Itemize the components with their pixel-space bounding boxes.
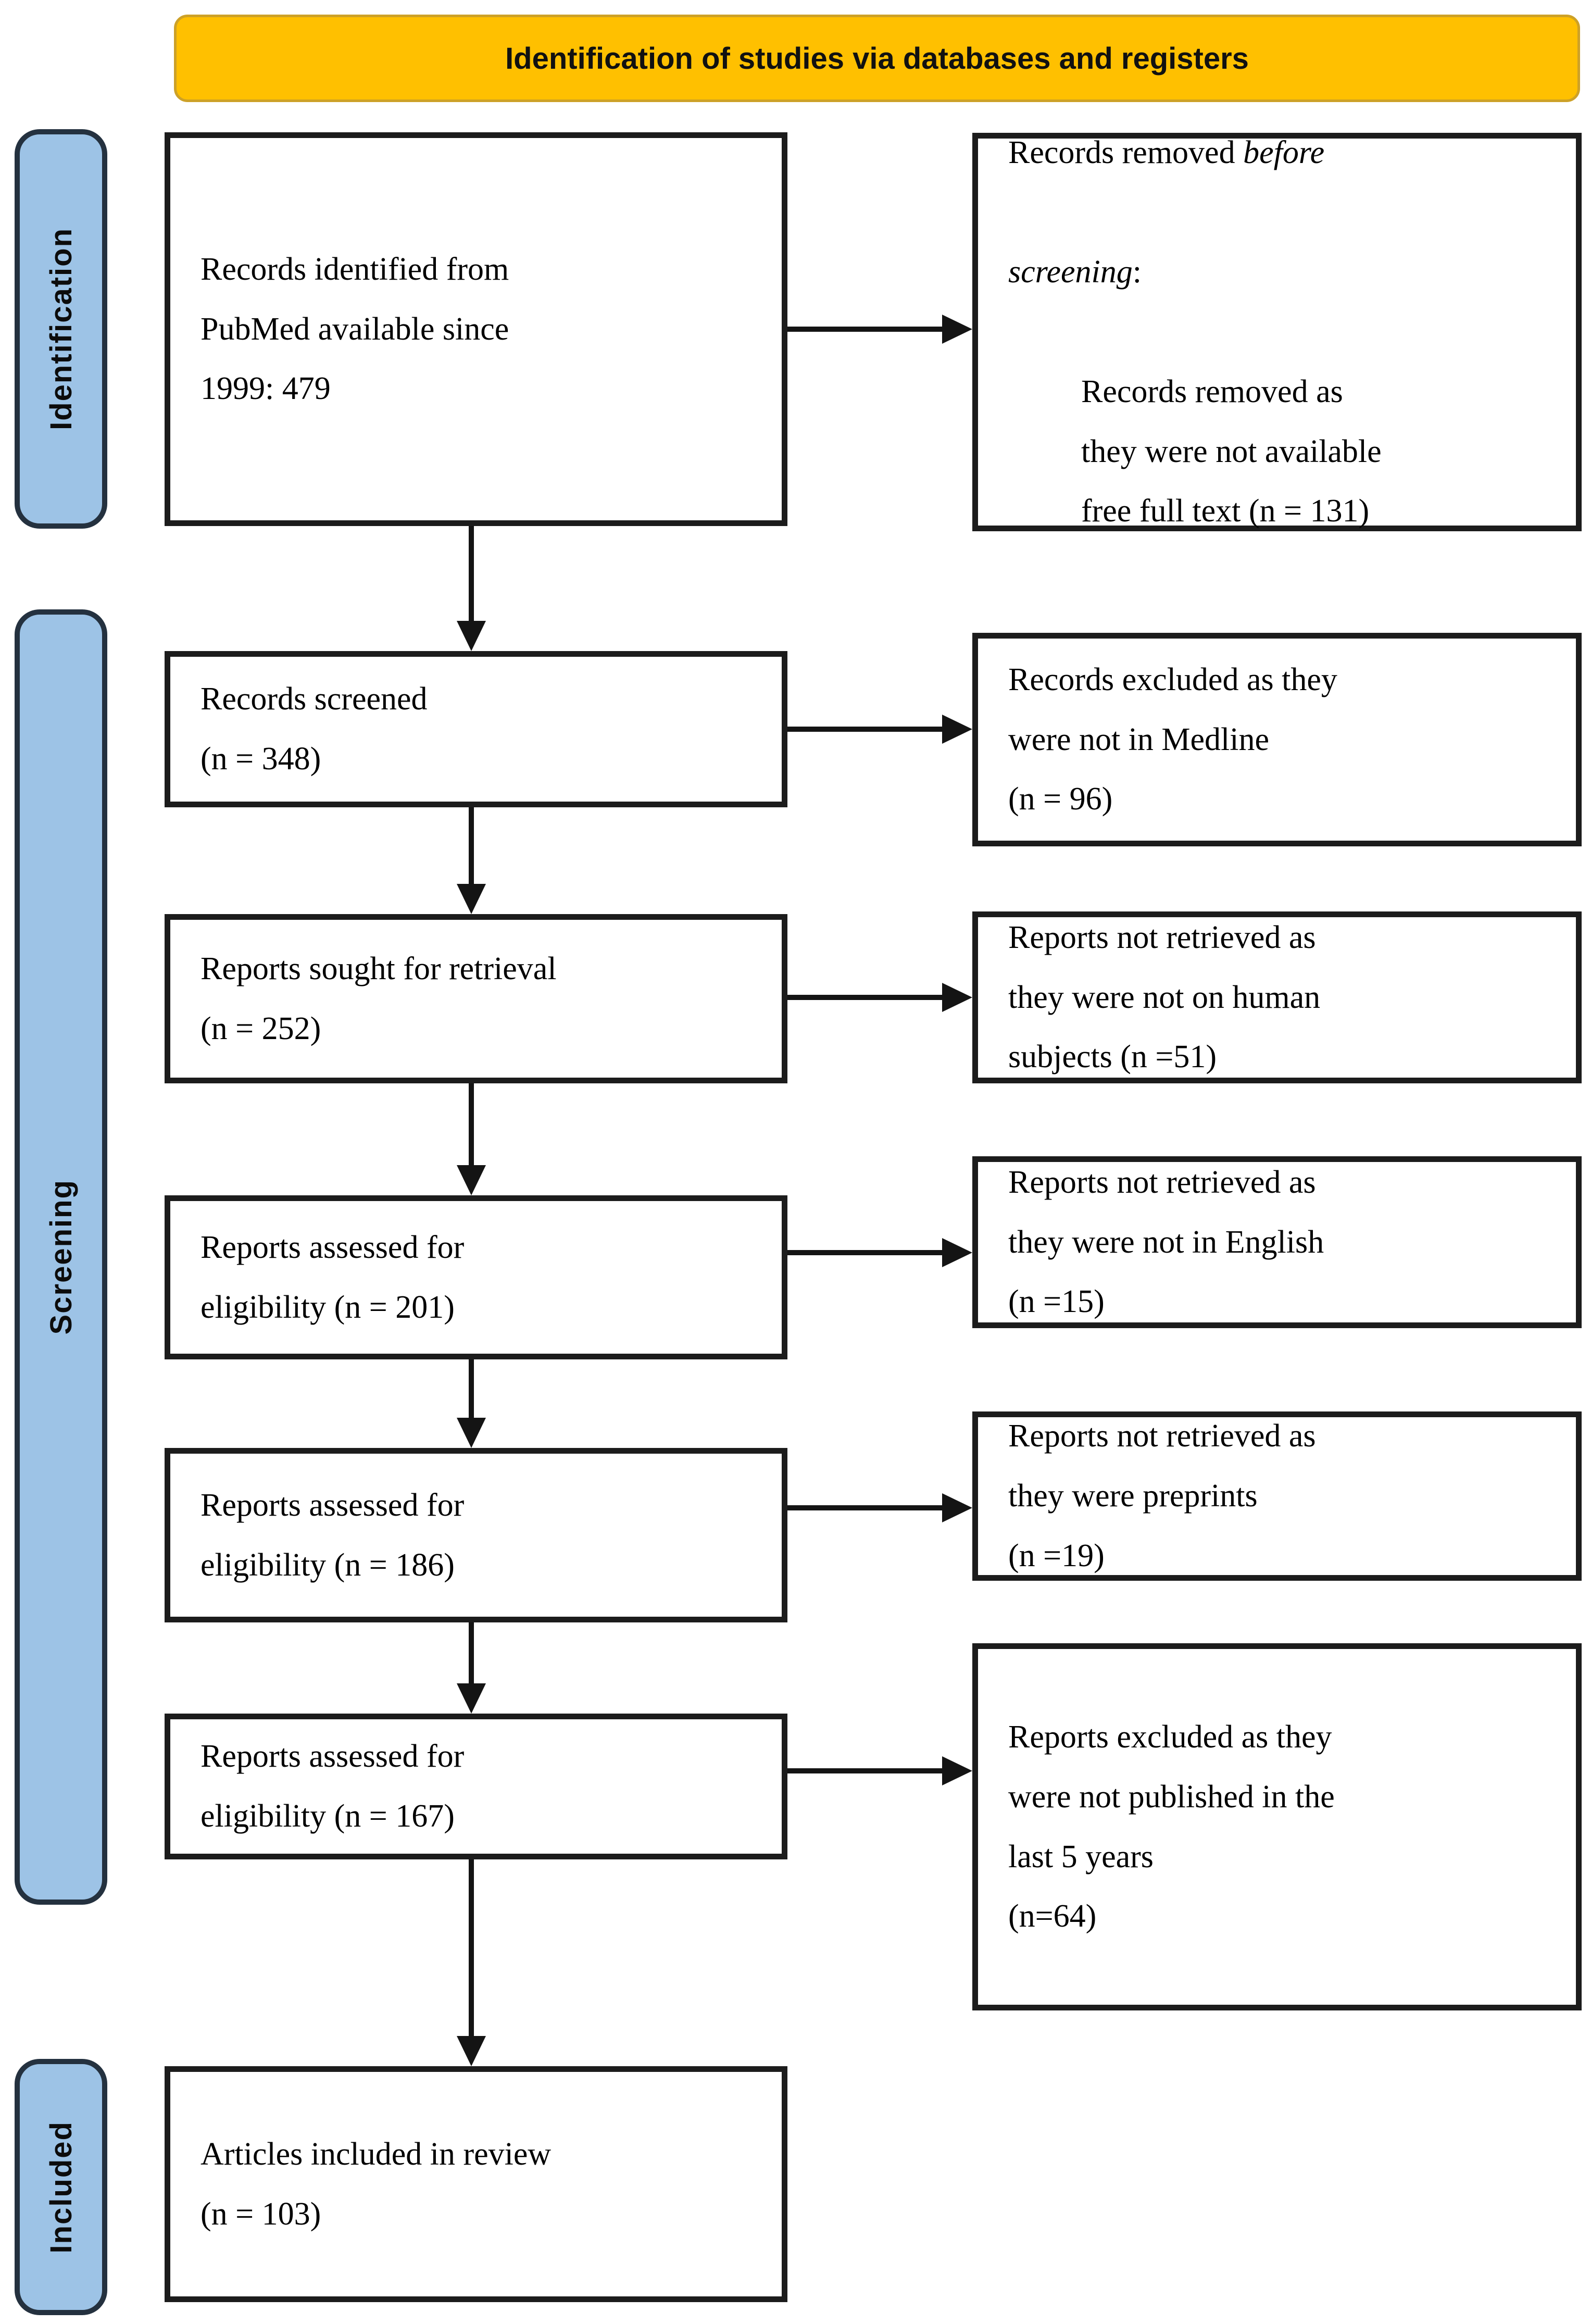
stage-screening: Screening [15, 609, 107, 1905]
stage-identification-label: Identification [44, 228, 78, 430]
arrow-right-5-head [942, 1493, 972, 1522]
box-records-identified: Records identified from PubMed available… [165, 132, 787, 526]
box-reports-sought-text: Reports sought for retrieval (n = 252) [201, 951, 557, 1046]
box-excluded-english-text: Reports not retrieved as they were not i… [1008, 1164, 1324, 1320]
box-excluded-human-subjects-text: Reports not retrieved as they were not o… [1008, 919, 1321, 1075]
box-excluded-english: Reports not retrieved as they were not i… [972, 1156, 1582, 1328]
arrow-right-3-head [942, 983, 972, 1012]
arrow-down-1-shaft [469, 526, 474, 622]
box-reports-eligibility-186-text: Reports assessed for eligibility (n = 18… [201, 1487, 465, 1583]
stage-screening-label: Screening [44, 1179, 78, 1335]
arrow-right-3-shaft [787, 995, 942, 1000]
box-excluded-preprints-text: Reports not retrieved as they were prepr… [1008, 1418, 1316, 1573]
arrow-down-4-shaft [469, 1359, 474, 1419]
arrow-right-1-head [942, 315, 972, 344]
excluded-before-screening-reason: Records removed as they were not availab… [1081, 373, 1382, 529]
excluded-before-screening-line1: Records removed before [1008, 135, 1325, 171]
box-excluded-medline: Records excluded as they were not in Med… [972, 633, 1582, 846]
box-records-screened-text: Records screened (n = 348) [201, 681, 428, 777]
box-reports-sought: Reports sought for retrieval (n = 252) [165, 914, 787, 1083]
arrow-right-2-head [942, 715, 972, 744]
box-excluded-5-years-text: Reports excluded as they were not publis… [1008, 1719, 1335, 1934]
arrow-down-5-shaft [469, 1622, 474, 1685]
box-records-screened: Records screened (n = 348) [165, 651, 787, 807]
box-reports-eligibility-167-text: Reports assessed for eligibility (n = 16… [201, 1739, 465, 1834]
arrow-down-2-shaft [469, 807, 474, 885]
arrow-right-6-shaft [787, 1768, 942, 1773]
stage-included-label: Included [44, 2120, 78, 2254]
arrow-right-5-shaft [787, 1505, 942, 1510]
arrow-right-4-head [942, 1238, 972, 1267]
arrow-down-5-head [457, 1683, 486, 1714]
arrow-right-2-shaft [787, 727, 942, 732]
box-excluded-before-screening-text: Records removed before screening: Record… [1008, 63, 1546, 601]
box-reports-eligibility-167: Reports assessed for eligibility (n = 16… [165, 1714, 787, 1859]
italic-screening: screening [1008, 254, 1133, 290]
box-excluded-medline-text: Records excluded as they were not in Med… [1008, 661, 1337, 817]
box-excluded-5-years: Reports excluded as they were not publis… [972, 1643, 1582, 2010]
diagram-title: Identification of studies via databases … [505, 41, 1249, 76]
box-excluded-preprints: Reports not retrieved as they were prepr… [972, 1411, 1582, 1581]
box-excluded-human-subjects: Reports not retrieved as they were not o… [972, 911, 1582, 1083]
arrow-down-6-head [457, 2036, 486, 2066]
arrow-right-1-shaft [787, 327, 942, 332]
box-excluded-before-screening: Records removed before screening: Record… [972, 133, 1582, 531]
arrow-down-3-head [457, 1165, 486, 1195]
arrow-right-6-head [942, 1756, 972, 1785]
diagram-title-banner: Identification of studies via databases … [174, 15, 1580, 102]
stage-included: Included [15, 2059, 107, 2315]
excluded-before-screening-line2: screening: [1008, 254, 1142, 290]
arrow-down-2-head [457, 884, 486, 914]
box-reports-eligibility-186: Reports assessed for eligibility (n = 18… [165, 1448, 787, 1622]
arrow-down-3-shaft [469, 1083, 474, 1167]
italic-before: before [1243, 135, 1325, 171]
box-reports-eligibility-201: Reports assessed for eligibility (n = 20… [165, 1195, 787, 1359]
box-articles-included-text: Articles included in review (n = 103) [201, 2136, 552, 2232]
box-records-identified-text: Records identified from PubMed available… [201, 251, 509, 407]
box-articles-included: Articles included in review (n = 103) [165, 2066, 787, 2302]
box-reports-eligibility-201-text: Reports assessed for eligibility (n = 20… [201, 1229, 465, 1325]
stage-identification: Identification [15, 129, 107, 529]
arrow-right-4-shaft [787, 1250, 942, 1255]
arrow-down-4-head [457, 1418, 486, 1448]
arrow-down-6-shaft [469, 1859, 474, 2038]
arrow-down-1-head [457, 621, 486, 651]
